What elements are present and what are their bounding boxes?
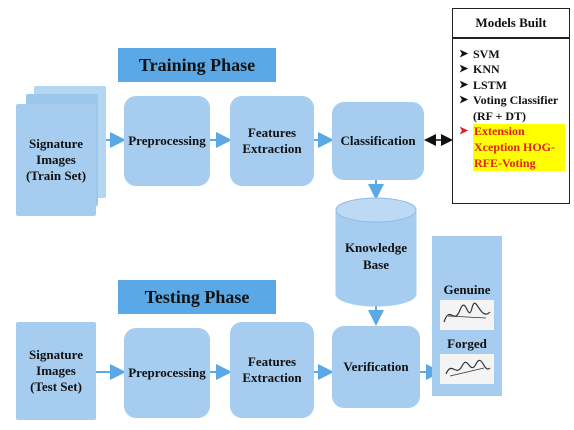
knowledge-base-label-2: Base: [363, 257, 389, 272]
forged-label: Forged: [447, 336, 487, 351]
arrow-bullet-icon: ➤: [459, 47, 469, 60]
arrow-bullet-icon: ➤: [459, 78, 469, 91]
model-item-extension: ➤ Extension Xception HOG-RFE-Voting: [459, 124, 565, 172]
arrow-bullet-icon: ➤: [459, 94, 469, 107]
model-item-lstm: ➤ LSTM: [459, 77, 508, 92]
genuine-signature-image: [440, 300, 494, 330]
train-preprocessing-box: Preprocessing: [124, 96, 210, 186]
genuine-label: Genuine: [443, 282, 491, 297]
models-built-panel: Models Built ➤ SVM ➤ KNN ➤ LSTM ➤ Voting…: [452, 8, 570, 204]
classification-box: Classification: [332, 102, 424, 180]
model-item-voting: ➤ Voting Classifier (RF + DT): [459, 93, 559, 123]
arrow-bullet-icon: ➤: [459, 125, 469, 138]
verification-box: Verification: [332, 326, 420, 408]
training-phase-label: Training Phase: [118, 48, 276, 82]
test-preprocessing-box: Preprocessing: [124, 328, 210, 418]
test-signature-images: Signature Images (Test Set): [16, 322, 96, 420]
testing-phase-label: Testing Phase: [118, 280, 276, 314]
test-features-extraction-box: Features Extraction: [230, 322, 314, 418]
knowledge-base-label-1: Knowledge: [345, 240, 407, 255]
arrow-bullet-icon: ➤: [459, 63, 469, 76]
train-features-extraction-box: Features Extraction: [230, 96, 314, 186]
model-item-svm: ➤ SVM: [459, 46, 500, 61]
output-panel: Genuine Forged: [432, 236, 502, 396]
forged-signature-image: [440, 354, 494, 384]
knowledge-base-cylinder: Knowledge Base: [335, 197, 417, 307]
model-item-knn: ➤ KNN: [459, 62, 500, 77]
models-built-title: Models Built: [475, 15, 547, 30]
models-title-divider: [453, 37, 569, 39]
train-signature-images: Signature Images (Train Set): [16, 104, 96, 216]
